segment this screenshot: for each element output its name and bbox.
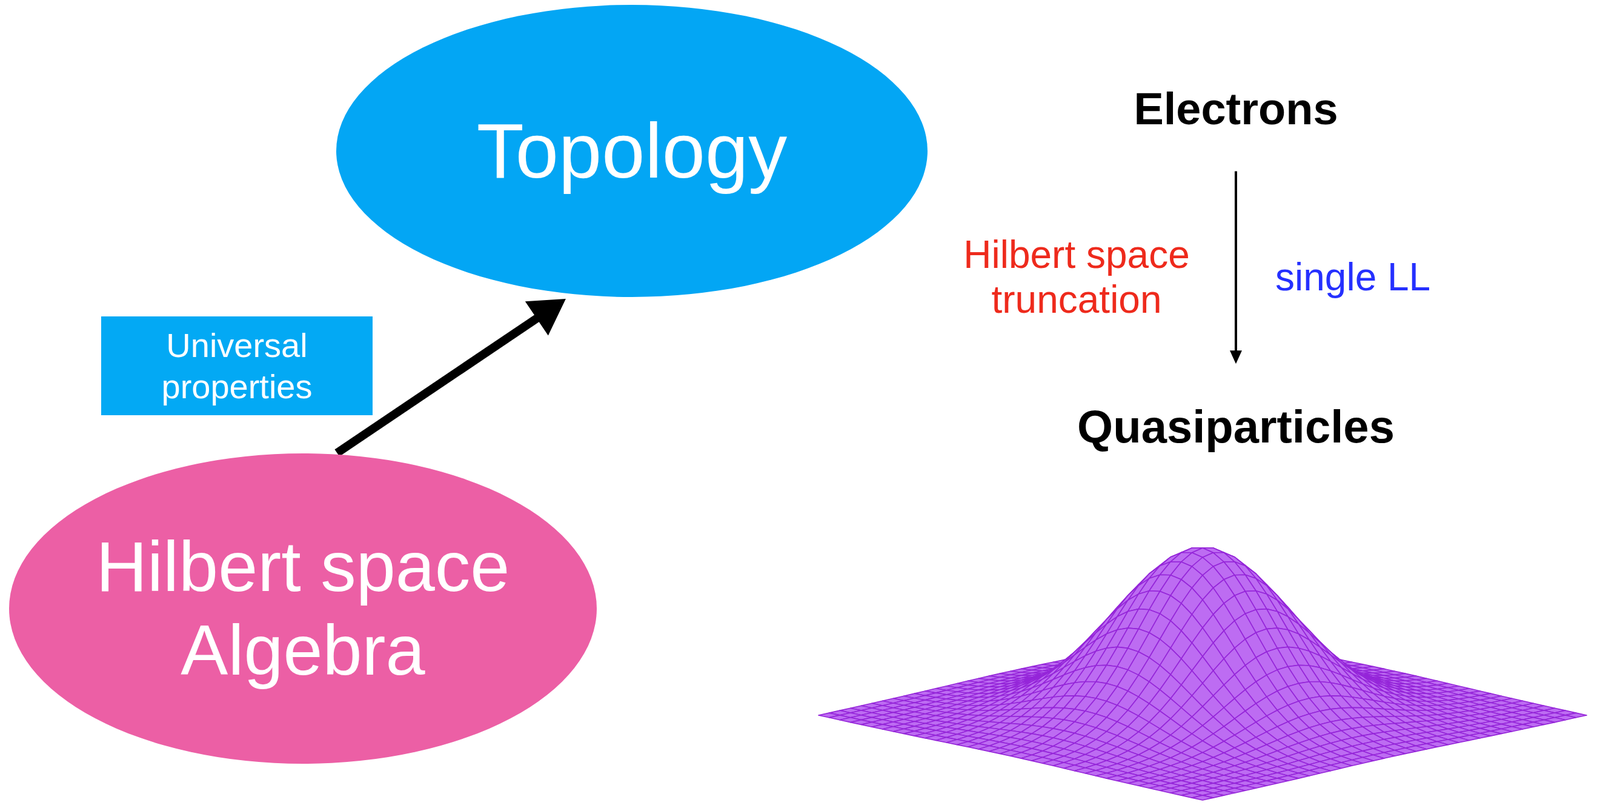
state-node: Electrons — [1125, 46, 1347, 171]
connector-arrow — [1234, 171, 1238, 352]
property-box: Universal properties — [101, 316, 373, 415]
ellipse-fill — [9, 453, 597, 764]
node-text: Hilbert space Algebra — [30, 524, 576, 692]
ellipse-outline — [9, 453, 597, 764]
node-text: Universal properties — [109, 324, 365, 406]
node-text: Quasiparticles — [1077, 399, 1395, 453]
gaussian-mesh — [818, 547, 1587, 800]
arrow-head — [1229, 350, 1242, 364]
node-text: Topology — [476, 106, 787, 196]
topology-ellipse: Topology — [336, 4, 928, 297]
annotation-label: single LL — [1275, 255, 1431, 300]
arrow-head — [525, 298, 566, 336]
annotation-label: Hilbert space truncation — [955, 232, 1198, 322]
state-node: Quasiparticles — [1068, 363, 1404, 489]
node-text: Electrons — [1133, 82, 1338, 135]
mesh-cell — [1191, 794, 1213, 800]
algebra-ellipse: Hilbert space Algebra — [9, 453, 597, 764]
ellipse-fill — [336, 4, 928, 297]
